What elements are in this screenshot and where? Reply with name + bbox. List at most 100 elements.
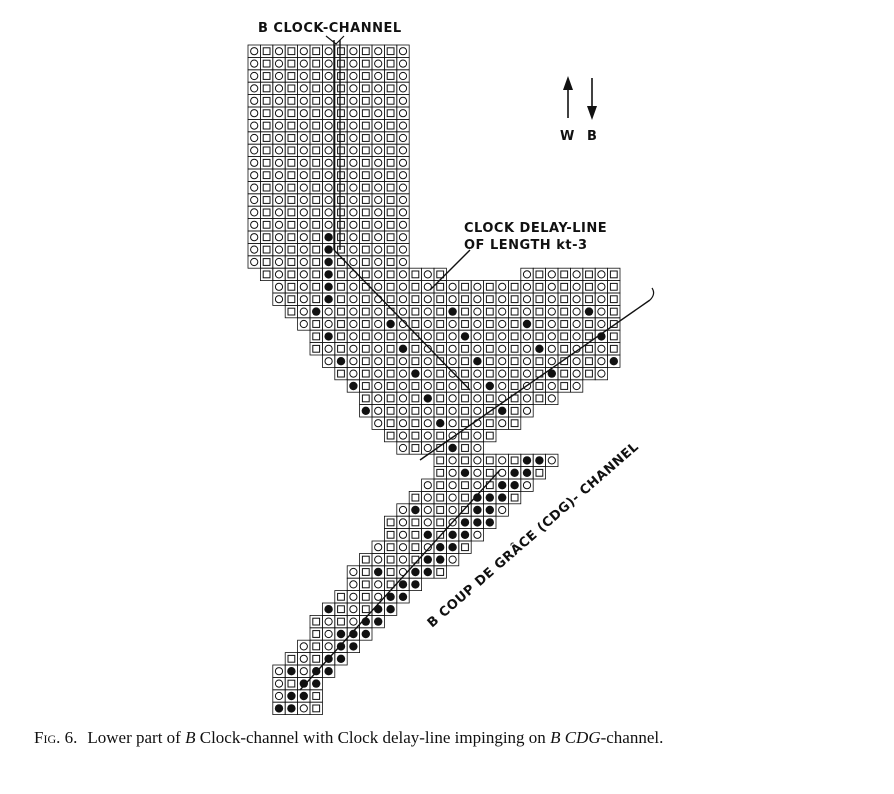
open-square-cell-icon — [288, 283, 295, 290]
grid-cell — [248, 119, 260, 131]
open-square-cell-icon — [412, 531, 419, 538]
grid-cell — [471, 429, 483, 441]
open-circle-cell-icon — [325, 134, 332, 141]
open-square-cell-icon — [586, 271, 593, 278]
open-circle-cell-icon — [424, 407, 431, 414]
filled-cell-icon — [337, 642, 345, 650]
grid-cell — [347, 318, 359, 330]
open-square-cell-icon — [362, 97, 369, 104]
open-circle-cell-icon — [275, 85, 282, 92]
open-circle-cell-icon — [399, 382, 406, 389]
open-square-cell-icon — [338, 209, 345, 216]
grid-cell — [384, 541, 396, 553]
open-circle-cell-icon — [300, 196, 307, 203]
open-square-cell-icon — [338, 283, 345, 290]
grid-cell — [322, 169, 334, 181]
open-circle-cell-icon — [275, 668, 282, 675]
open-circle-cell-icon — [350, 618, 357, 625]
grid-cell — [546, 392, 558, 404]
grid-cell — [521, 392, 533, 404]
grid-cell — [273, 219, 285, 231]
open-square-cell-icon — [536, 321, 543, 328]
open-circle-cell-icon — [375, 159, 382, 166]
open-square-cell-icon — [387, 407, 394, 414]
grid-cell — [397, 157, 409, 169]
grid-cell — [298, 132, 310, 144]
open-square-cell-icon — [313, 643, 320, 650]
open-circle-cell-icon — [251, 134, 258, 141]
grid-cell — [347, 82, 359, 94]
grid-cell — [521, 479, 533, 491]
grid-cell — [434, 479, 446, 491]
open-square-cell-icon — [511, 296, 518, 303]
open-circle-cell-icon — [251, 85, 258, 92]
grid-cell — [335, 343, 347, 355]
grid-cell — [285, 243, 297, 255]
open-square-cell-icon — [313, 333, 320, 340]
open-square-cell-icon — [338, 370, 345, 377]
grid-cell — [335, 132, 347, 144]
grid-cell — [347, 70, 359, 82]
grid-cell — [384, 392, 396, 404]
grid-cell — [397, 82, 409, 94]
grid-cell — [260, 45, 272, 57]
filled-cell-icon — [287, 667, 295, 675]
open-circle-cell-icon — [350, 581, 357, 588]
open-circle-cell-icon — [375, 271, 382, 278]
filled-cell-icon — [386, 320, 394, 328]
filled-cell-icon — [411, 580, 419, 588]
grid-cell — [434, 367, 446, 379]
figure-caption: Fig. 6.Lower part of B Clock-channel wit… — [34, 728, 874, 748]
grid-cell — [434, 516, 446, 528]
filled-cell-icon — [461, 531, 469, 539]
open-circle-cell-icon — [300, 60, 307, 67]
open-circle-cell-icon — [499, 345, 506, 352]
open-square-cell-icon — [462, 345, 469, 352]
open-square-cell-icon — [462, 395, 469, 402]
open-circle-cell-icon — [375, 134, 382, 141]
filled-cell-icon — [275, 704, 283, 712]
grid-cell — [360, 305, 372, 317]
grid-cell — [360, 293, 372, 305]
open-square-cell-icon — [338, 122, 345, 129]
open-circle-cell-icon — [499, 296, 506, 303]
open-circle-cell-icon — [548, 395, 555, 402]
grid-cell — [335, 57, 347, 69]
open-square-cell-icon — [362, 246, 369, 253]
open-circle-cell-icon — [449, 358, 456, 365]
open-circle-cell-icon — [325, 358, 332, 365]
open-square-cell-icon — [288, 135, 295, 142]
open-square-cell-icon — [313, 234, 320, 241]
open-square-cell-icon — [338, 60, 345, 67]
grid-cell — [434, 281, 446, 293]
grid-cell — [335, 318, 347, 330]
open-circle-cell-icon — [449, 296, 456, 303]
grid-cell — [273, 107, 285, 119]
grid-cell — [310, 144, 322, 156]
grid-cell — [558, 367, 570, 379]
grid-cell — [347, 355, 359, 367]
grid-cell — [434, 504, 446, 516]
open-square-cell-icon — [412, 345, 419, 352]
grid-cell — [310, 318, 322, 330]
open-circle-cell-icon — [399, 258, 406, 265]
grid-cell — [372, 206, 384, 218]
grid-cell — [273, 665, 285, 677]
open-circle-cell-icon — [375, 184, 382, 191]
open-circle-cell-icon — [573, 320, 580, 327]
open-square-cell-icon — [387, 172, 394, 179]
grid-cell — [298, 157, 310, 169]
grid-cell — [372, 132, 384, 144]
grid-cell — [533, 355, 545, 367]
open-square-cell-icon — [313, 618, 320, 625]
open-square-cell-icon — [486, 296, 493, 303]
open-square-cell-icon — [313, 85, 320, 92]
open-square-cell-icon — [412, 283, 419, 290]
grid-cell — [446, 380, 458, 392]
open-circle-cell-icon — [424, 432, 431, 439]
open-circle-cell-icon — [350, 48, 357, 55]
grid-cell — [372, 95, 384, 107]
open-square-cell-icon — [338, 48, 345, 55]
open-square-cell-icon — [338, 234, 345, 241]
open-circle-cell-icon — [523, 358, 530, 365]
